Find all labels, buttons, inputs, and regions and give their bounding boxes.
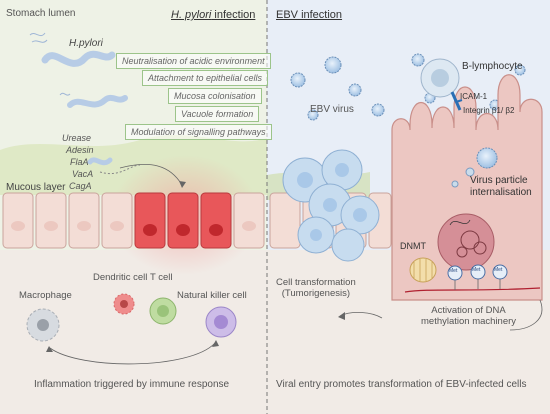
stomach-lumen-label: Stomach lumen [6, 8, 76, 19]
ebv-virus-label: EBV virus [310, 104, 354, 115]
mucous-layer-label: Mucous layer [6, 182, 66, 193]
integrin-label: Integrin β1/ β2 [463, 106, 515, 115]
effect-box-1: Neutralisation of acidic environment [116, 53, 271, 69]
activation-label: Activation of DNA methylation machinery [421, 305, 517, 327]
left-caption: Inflammation triggered by immune respons… [34, 379, 230, 390]
dnmt-label: DNMT [400, 241, 426, 251]
met-label-1: Met [449, 268, 458, 274]
virulence-factor-flaa: FlaA [70, 157, 89, 167]
left-panel-title: H. pylori infection [171, 9, 256, 21]
virulence-factor-vaca: VacA [72, 169, 94, 179]
met-label-2: Met [472, 267, 481, 273]
met-label-3: Met [494, 267, 503, 273]
b-lymphocyte-label: B-lymphocyte [462, 61, 523, 72]
macrophage-label: Macrophage [19, 290, 72, 301]
virus-particle [451, 147, 498, 188]
dna-methylation [404, 257, 541, 293]
b-lymphocyte [420, 58, 463, 111]
h-pylori-label: H.pylori [69, 38, 103, 49]
right-caption: Viral entry promotes transformation of E… [276, 379, 527, 390]
virus-internalisation-label: Virus particle internalisation [470, 175, 532, 198]
effect-box-3: Mucosa colonisation [168, 88, 262, 104]
ebv-virions [290, 53, 526, 121]
natural-killer-label: Natural killer cell [177, 290, 247, 301]
t-cell-label: T cell [150, 272, 173, 283]
virulence-factor-caga: CagA [69, 181, 92, 191]
dendritic-cell-label: Dendritic cell [93, 272, 148, 283]
right-panel-title: EBV infection [276, 9, 343, 21]
effect-box-5: Modulation of signalling pathways [125, 124, 272, 140]
effect-box-4: Vacuole formation [175, 106, 260, 122]
epithelial-cells-left [2, 192, 265, 249]
virulence-factor-urease: Urease [62, 133, 92, 143]
icam-label: ICAM-1 [460, 92, 488, 101]
immune-cells [26, 293, 237, 342]
nucleus [437, 213, 495, 271]
transformation-label: Cell transformation (Tumorigenesis) [276, 277, 356, 299]
h-pylori-bacteria [29, 32, 141, 174]
transformed-cell-cluster [282, 149, 380, 262]
infected-epithelial-cell [391, 74, 543, 301]
virulence-factor-adesin: Adesin [66, 145, 94, 155]
effect-box-2: Attachment to epithelial cells [142, 70, 269, 86]
